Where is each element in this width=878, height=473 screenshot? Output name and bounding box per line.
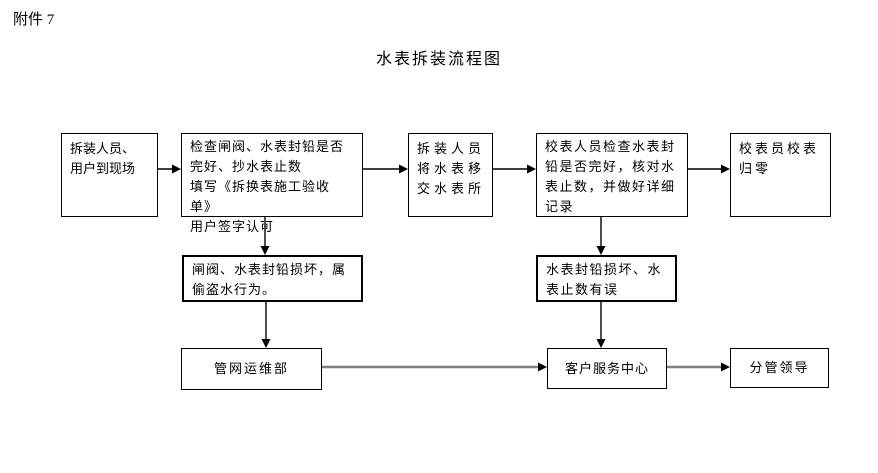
page-title: 水表拆装流程图 — [375, 51, 502, 68]
flow-node-damage-error: 水表封铅损坏、水 表止数有误 — [536, 255, 677, 302]
arrow-service-center-to-leader — [667, 362, 730, 372]
flow-node-verify: 校表人员检查水表封 铅是否完好，核对水 表止数，并做好详细 记录 — [536, 133, 688, 217]
arrow-pipe-dept-to-service-center — [322, 362, 547, 372]
flow-node-arrive: 拆装人员、 用户到现场 — [61, 133, 158, 217]
attachment-label: 附件 7 — [13, 12, 55, 28]
arrow-damage-theft-to-pipe-dept — [261, 302, 271, 348]
flow-node-service-center: 客户服务中心 — [547, 348, 667, 389]
flow-node-reset: 校表员校表 归零 — [730, 133, 831, 217]
flow-node-damage-theft: 闸阀、水表封铅损坏，属 偷盗水行为。 — [182, 255, 363, 302]
arrow-damage-error-to-service-center — [596, 302, 606, 348]
flow-node-leader: 分管领导 — [730, 348, 829, 388]
arrow-transfer-to-verify — [493, 164, 536, 174]
arrow-arrive-to-check — [158, 164, 181, 174]
arrow-check-to-transfer — [363, 164, 408, 174]
arrow-verify-to-damage-error — [596, 217, 606, 255]
flow-node-pipe-dept: 管网运维部 — [181, 348, 322, 390]
arrow-verify-to-reset — [688, 164, 730, 174]
flow-node-check: 检查闸阀、水表封铅是否 完好、抄水表止数 填写《拆换表施工验收单》 用户签字认可 — [181, 133, 363, 234]
flow-node-transfer: 拆装人员 将水表移 交水表所 — [408, 133, 493, 217]
